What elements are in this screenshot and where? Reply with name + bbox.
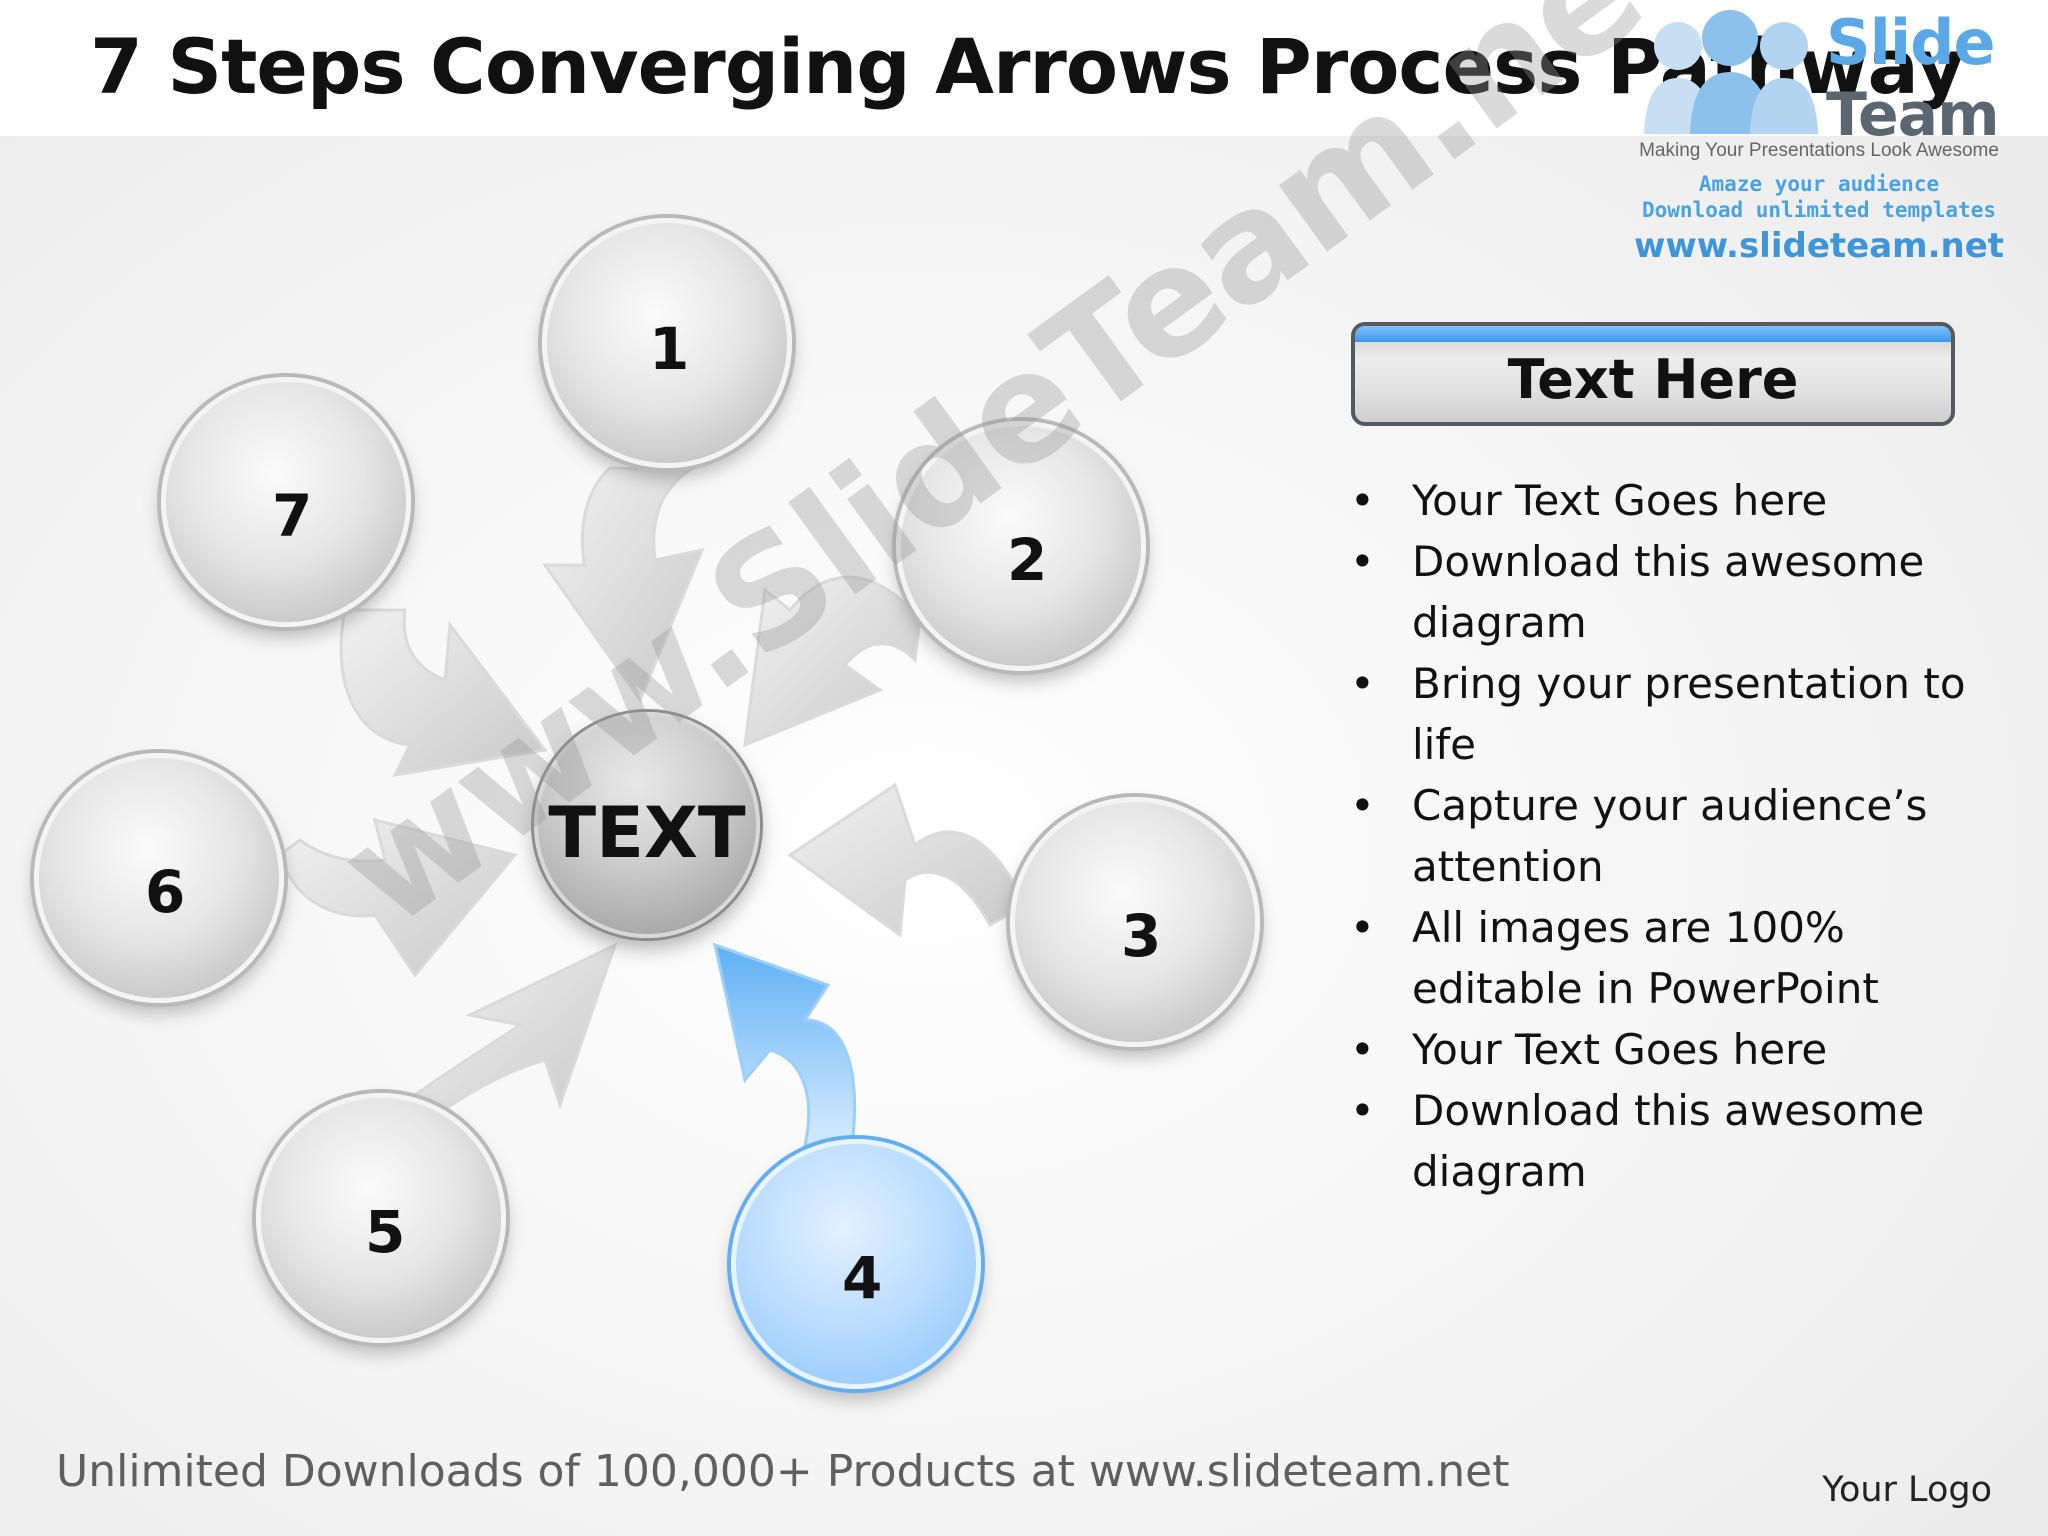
logo-tagline: Making Your Presentations Look Awesome [1639,140,1999,161]
arrow-4[interactable] [712,942,856,1147]
bullet-dot-icon: • [1350,781,1375,830]
slideteam-logo: Slide Team Making Your Presentations Loo… [1610,4,2030,274]
bullet-text: Download this awesome diagram [1412,1086,1925,1196]
bullet-dot-icon: • [1350,537,1375,586]
your-logo-placeholder: Your Logo [1822,1470,1992,1510]
step-4-label: 4 [842,1244,883,1312]
arrow-1 [542,466,705,704]
bullet-text: Download this awesome diagram [1412,537,1925,647]
bullet-item: • Download this awesome diagram [1350,1080,2010,1202]
step-7-circle[interactable]: 7 [161,377,411,627]
center-node[interactable]: TEXT [534,712,760,938]
text-header-band [1355,326,1951,342]
bullet-text: Your Text Goes here [1412,1025,1828,1074]
logo-url[interactable]: www.slideteam.net [1633,226,2005,266]
bullet-item: • Capture your audience’s attention [1350,775,2010,897]
step-3-circle[interactable]: 3 [1010,797,1260,1047]
step-4-circle[interactable]: 4 [731,1139,981,1389]
center-label: TEXT [548,792,746,874]
arrow-7 [339,608,548,777]
step-7-label: 7 [272,482,313,550]
arrow-2 [743,575,922,748]
step-2-label: 2 [1007,526,1048,594]
arrow-3 [787,782,1027,938]
logo-brand-slide: Slide [1826,6,1996,79]
bullet-item: • Your Text Goes here [1350,470,2010,531]
step-3-label: 3 [1121,902,1162,970]
bullet-text: Capture your audience’s attention [1412,781,1928,891]
text-header-box: Text Here [1351,322,1955,426]
logo-promo-2: Download unlimited templates [1641,198,1996,222]
bullet-dot-icon: • [1350,1086,1375,1135]
bullet-dot-icon: • [1350,903,1375,952]
step-6-circle[interactable]: 6 [34,753,284,1003]
step-5-label: 5 [365,1198,406,1266]
text-header-title: Text Here [1507,348,1799,411]
logo-brand-team: Team [1826,80,2000,150]
step-5-circle[interactable]: 5 [256,1093,506,1343]
logo-promo-1: Amaze your audience [1698,172,1940,196]
bullet-item: • Your Text Goes here [1350,1019,2010,1080]
bullet-list: • Your Text Goes here • Download this awes… [1350,470,2010,1202]
bullet-item: • All images are 100% editable in PowerPo… [1350,897,2010,1019]
arrow-5 [413,942,618,1123]
step-1-label: 1 [649,315,690,383]
bullet-item: • Download this awesome diagram [1350,531,2010,653]
bullet-dot-icon: • [1350,476,1375,525]
step-2-circle[interactable]: 2 [896,421,1146,671]
bullet-dot-icon: • [1350,659,1375,708]
people-icon [1644,10,1818,134]
bullet-text: Your Text Goes here [1412,476,1828,525]
bullet-text: All images are 100% editable in PowerPoi… [1412,903,1879,1013]
step-6-label: 6 [145,858,186,926]
step-1-circle[interactable]: 1 [542,218,792,468]
footer-text: Unlimited Downloads of 100,000+ Products… [56,1446,1510,1497]
bullet-text: Bring your presentation to life [1412,659,1966,769]
bullet-item: • Bring your presentation to life [1350,653,2010,775]
arrow-6 [278,817,518,978]
bullet-dot-icon: • [1350,1025,1375,1074]
